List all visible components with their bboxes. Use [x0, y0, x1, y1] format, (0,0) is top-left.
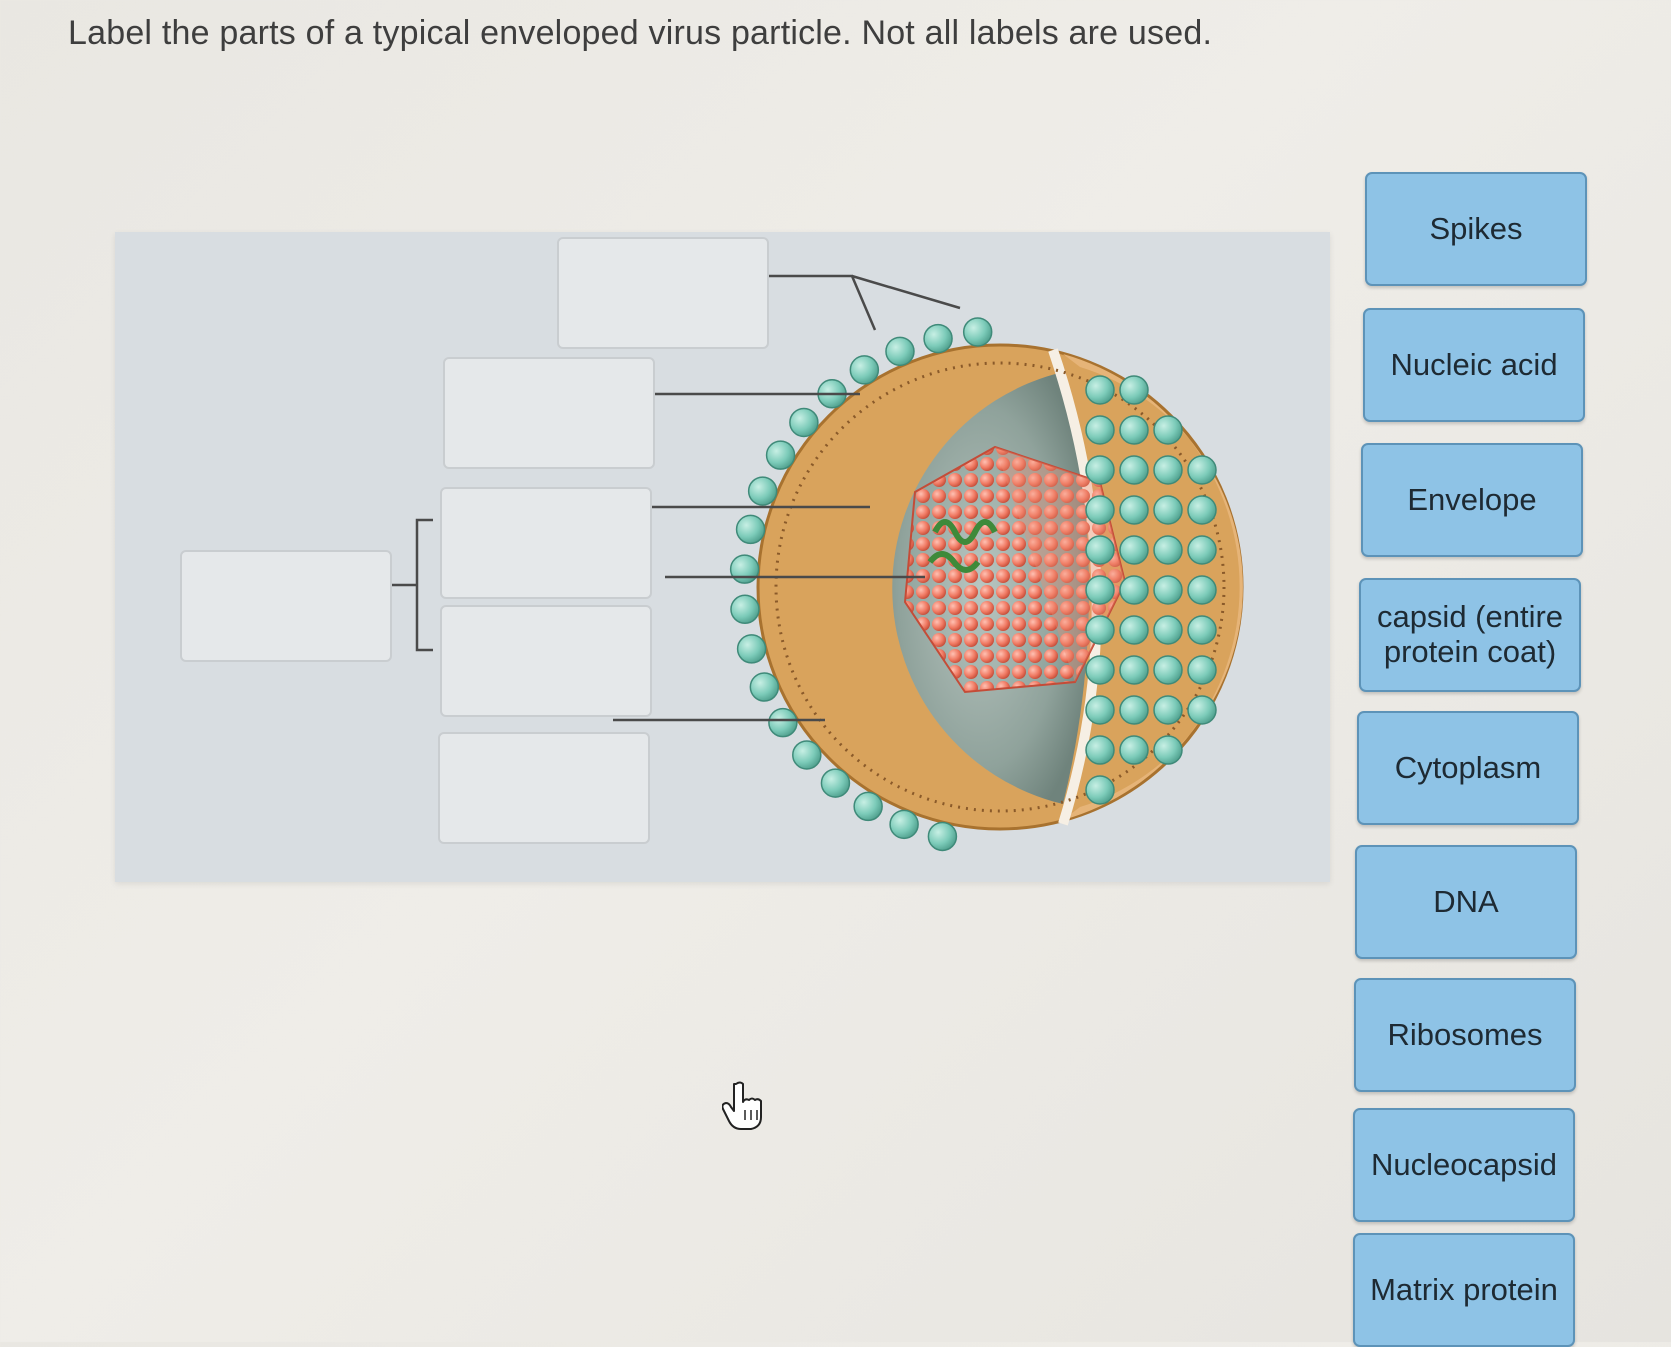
- spike: [1119, 615, 1149, 645]
- spike: [1085, 575, 1115, 605]
- spike: [1187, 615, 1217, 645]
- spike: [1187, 495, 1217, 525]
- spike: [1085, 375, 1115, 405]
- spike: [927, 821, 958, 852]
- label-dna[interactable]: DNA: [1355, 845, 1577, 959]
- spike: [853, 791, 883, 822]
- label-nucleocapsid[interactable]: Nucleocapsid: [1353, 1108, 1575, 1222]
- label-nucleic-acid[interactable]: Nucleic acid: [1363, 308, 1585, 422]
- spike: [1085, 615, 1115, 645]
- dropzone-matrix-target[interactable]: [438, 732, 650, 844]
- spike: [1085, 735, 1115, 765]
- spike: [1153, 455, 1183, 485]
- dropzone-capsid-target[interactable]: [440, 605, 652, 717]
- nucleic-acid: [927, 519, 998, 573]
- spike: [1153, 615, 1183, 645]
- spike: [1153, 655, 1183, 685]
- spike: [765, 440, 796, 470]
- dropzone-group-target[interactable]: [180, 550, 392, 662]
- spike: [889, 809, 919, 840]
- spikes: [729, 317, 1217, 852]
- matrix-layer: [774, 361, 1226, 813]
- virus-illustration: [390, 274, 1244, 852]
- spike: [923, 323, 953, 354]
- label-cytoplasm[interactable]: Cytoplasm: [1357, 711, 1579, 825]
- spike: [1153, 495, 1183, 525]
- spike: [735, 514, 766, 545]
- label-capsid[interactable]: capsid (entire protein coat): [1359, 578, 1581, 692]
- spike: [1153, 415, 1183, 445]
- spike: [1119, 455, 1149, 485]
- spike: [1187, 695, 1217, 725]
- spike: [1153, 575, 1183, 605]
- spike: [885, 336, 915, 367]
- spike: [1187, 655, 1217, 685]
- spike: [747, 476, 778, 506]
- spike: [736, 634, 767, 664]
- spike: [730, 594, 760, 625]
- spike: [749, 672, 780, 702]
- label-matrix-protein[interactable]: Matrix protein: [1353, 1233, 1575, 1347]
- instructions-text: Label the parts of a typical enveloped v…: [68, 14, 1213, 52]
- spike: [1153, 535, 1183, 565]
- spike: [1119, 495, 1149, 525]
- spike: [1187, 575, 1217, 605]
- spike: [1085, 415, 1115, 445]
- label-envelope[interactable]: Envelope: [1361, 443, 1583, 557]
- spike: [1187, 455, 1217, 485]
- spike: [1085, 455, 1115, 485]
- dropzone-nucleic-acid-target[interactable]: [440, 487, 652, 599]
- spike: [1187, 535, 1217, 565]
- spike: [1119, 735, 1149, 765]
- spike: [792, 740, 822, 770]
- spike: [1119, 575, 1149, 605]
- spike: [1119, 535, 1149, 565]
- leader-lines: [390, 274, 961, 722]
- dropzone-spikes-target[interactable]: [557, 237, 769, 349]
- dropzone-envelope-target[interactable]: [443, 357, 655, 469]
- spike: [849, 355, 880, 385]
- spike: [1085, 495, 1115, 525]
- label-spikes[interactable]: Spikes: [1365, 172, 1587, 286]
- spike: [1119, 695, 1149, 725]
- spike: [1119, 375, 1149, 405]
- spike: [729, 554, 760, 584]
- label-ribosomes[interactable]: Ribosomes: [1354, 978, 1576, 1092]
- spike: [820, 768, 851, 798]
- spike: [1119, 655, 1149, 685]
- spike: [1085, 775, 1115, 805]
- spike: [1085, 655, 1115, 685]
- spike: [1119, 415, 1149, 445]
- spike: [1153, 695, 1183, 725]
- spike: [962, 317, 993, 347]
- spike: [768, 707, 798, 738]
- spike: [1085, 695, 1115, 725]
- diagram-panel: [115, 232, 1330, 882]
- hand-pointer-icon: [722, 1081, 762, 1130]
- spike: [789, 407, 819, 438]
- spike: [1085, 535, 1115, 565]
- spike: [1153, 735, 1183, 765]
